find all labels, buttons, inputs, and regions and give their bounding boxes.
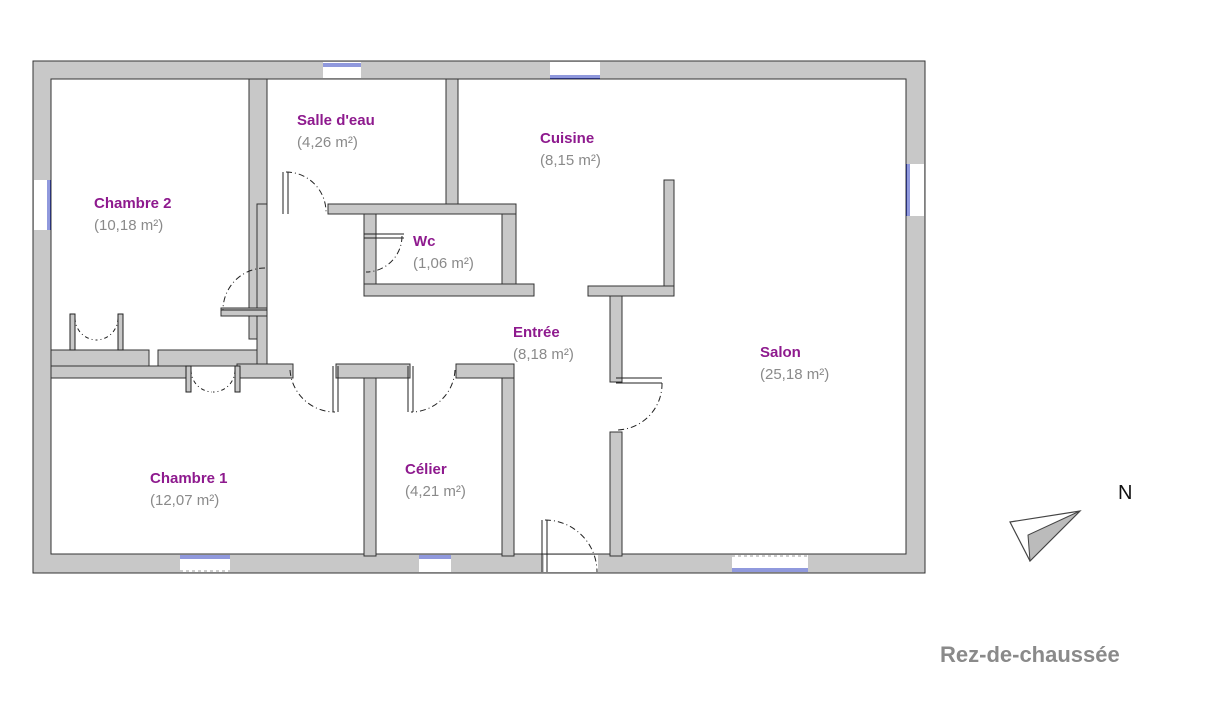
door-chambre-1 — [289, 366, 339, 413]
room-area-wc: (1,06 m²) — [413, 255, 474, 272]
room-name-chambre-2: Chambre 2 — [94, 195, 172, 212]
wall-row-f — [455, 363, 515, 379]
room-name-chambre-1: Chambre 1 — [150, 470, 228, 487]
compass-arrow-shade — [1027, 510, 1081, 563]
door-chambre-2 — [221, 267, 267, 311]
room-name-wc: Wc — [413, 233, 436, 250]
window-salle-deau — [323, 62, 361, 78]
wall-salledeau-south — [327, 203, 517, 215]
wall-salledeau-east — [445, 78, 459, 205]
entrance-opening — [544, 555, 598, 572]
wall-row-c — [50, 365, 190, 379]
exterior-wall — [32, 60, 926, 574]
room-area-salon: (25,18 m²) — [760, 366, 829, 383]
walls — [32, 60, 926, 574]
wall-row-b — [157, 349, 258, 367]
room-name-entree: Entrée — [513, 324, 560, 341]
wall-hall-west — [256, 203, 268, 365]
wall-row-e — [335, 363, 411, 379]
door-celier — [407, 366, 456, 413]
wall-cuisine-stub — [663, 179, 675, 297]
wall-wc-south — [363, 283, 535, 297]
wall-wc-east — [501, 213, 517, 291]
wall-chambre1-east — [363, 377, 377, 557]
window-salon-south — [732, 555, 808, 572]
window-salon-east — [906, 164, 924, 216]
room-area-celier: (4,21 m²) — [405, 483, 466, 500]
door-wc — [364, 233, 404, 273]
wall-row-a — [50, 349, 150, 367]
room-area-entree: (8,18 m²) — [513, 346, 574, 363]
room-area-cuisine: (8,15 m²) — [540, 152, 601, 169]
window-cuisine — [550, 62, 600, 79]
door-entree — [541, 519, 598, 573]
room-name-salle-deau: Salle d'eau — [297, 112, 375, 129]
room-area-chambre-1: (12,07 m²) — [150, 492, 219, 509]
wall-hall-corner — [220, 307, 268, 317]
windows — [34, 62, 924, 572]
wall-row-d — [236, 363, 294, 379]
window-chambre-2 — [34, 180, 51, 230]
wall-celier-east — [501, 377, 515, 557]
wall-salon-west-b — [609, 431, 623, 557]
room-name-cuisine: Cuisine — [540, 130, 594, 147]
door-salle-deau — [282, 171, 327, 214]
window-celier — [419, 555, 451, 572]
room-area-salle-deau: (4,26 m²) — [297, 134, 358, 151]
room-area-chambre-2: (10,18 m²) — [94, 217, 163, 234]
window-chambre-1 — [180, 555, 230, 572]
room-name-celier: Célier — [405, 461, 447, 478]
door-placard-chambre-1 — [185, 365, 241, 393]
floor-level-label: Rez-de-chaussée — [940, 642, 1120, 667]
wall-salon-top — [587, 285, 675, 297]
door-salon — [615, 377, 663, 431]
wall-salon-west-a — [609, 295, 623, 383]
doors — [69, 171, 663, 573]
north-compass: N — [1009, 482, 1132, 563]
room-labels: Salle d'eau (4,26 m²) Cuisine (8,15 m²) … — [94, 112, 829, 509]
compass-north-label: N — [1118, 482, 1132, 504]
door-placard-chambre-2 — [69, 313, 124, 351]
room-name-salon: Salon — [760, 344, 801, 361]
